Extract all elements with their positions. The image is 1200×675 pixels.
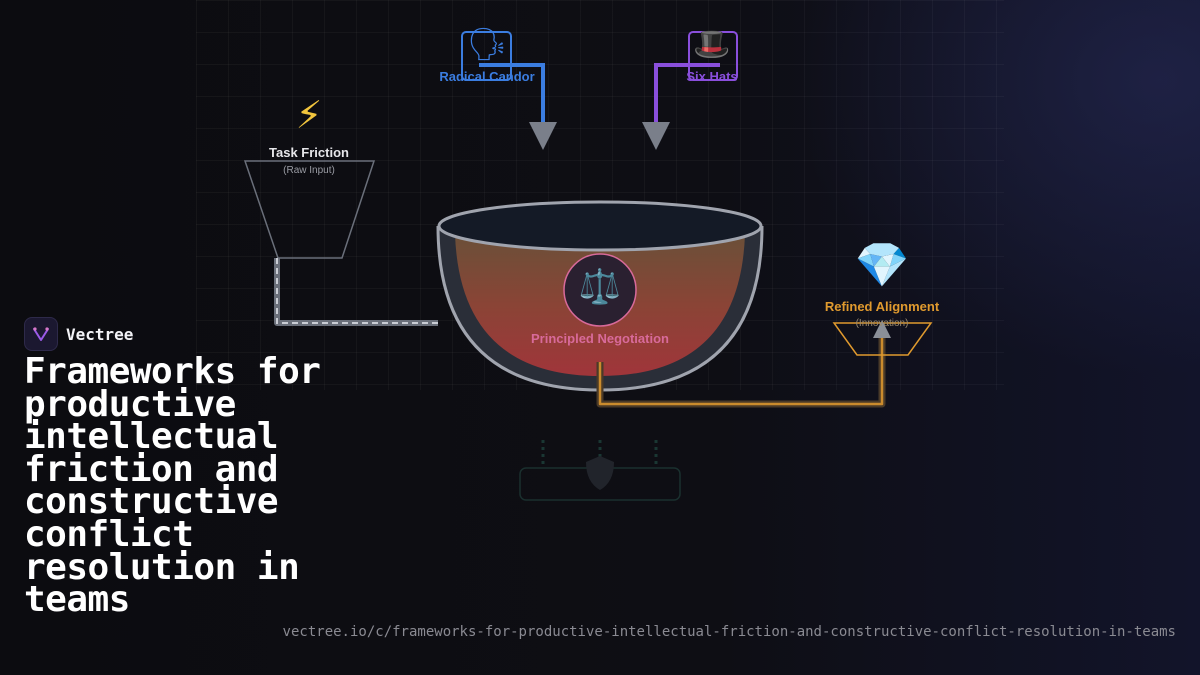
refined-alignment-label: Refined Alignment	[824, 299, 940, 314]
refined-alignment-sub: (Innovation)	[855, 318, 909, 329]
lightning-icon: ⚡	[295, 93, 323, 137]
radical-candor-label: Radical Candor	[439, 69, 535, 84]
task-friction-funnel	[243, 160, 376, 259]
refined-alignment-funnel	[832, 322, 933, 356]
gem-icon: 💎	[854, 240, 910, 291]
refined-alignment-arrow	[873, 320, 891, 338]
brand-name: Vectree	[66, 324, 134, 344]
task-friction-label: Task Friction	[269, 145, 349, 160]
vectree-logo-icon	[24, 317, 58, 351]
shield-icon	[586, 456, 614, 490]
page-url: vectree.io/c/frameworks-for-productive-i…	[282, 624, 1176, 640]
principled-negotiation-label: Principled Negotiation	[531, 331, 669, 346]
task-friction-pipe	[274, 258, 438, 326]
radical-candor-pipe	[479, 63, 545, 124]
speaking-head-icon: 🗣	[466, 25, 508, 63]
task-friction-sub: (Raw Input)	[283, 165, 335, 176]
bowl-rim	[437, 200, 763, 252]
radical-candor-arrow	[529, 122, 557, 150]
six-hats-label: Six Hats	[686, 69, 738, 84]
brand: Vectree	[24, 317, 133, 351]
negotiation-emblem	[563, 253, 637, 327]
faded-base	[519, 440, 681, 501]
radical-candor-frame	[461, 31, 512, 81]
top-hat-icon: 🎩	[693, 27, 731, 62]
page-title: Frameworks for productive intellectual f…	[24, 351, 321, 621]
scales-icon: ⚖️	[578, 267, 622, 307]
six-hats-pipe	[654, 63, 720, 124]
six-hats-arrow	[642, 122, 670, 150]
six-hats-frame	[688, 31, 738, 81]
